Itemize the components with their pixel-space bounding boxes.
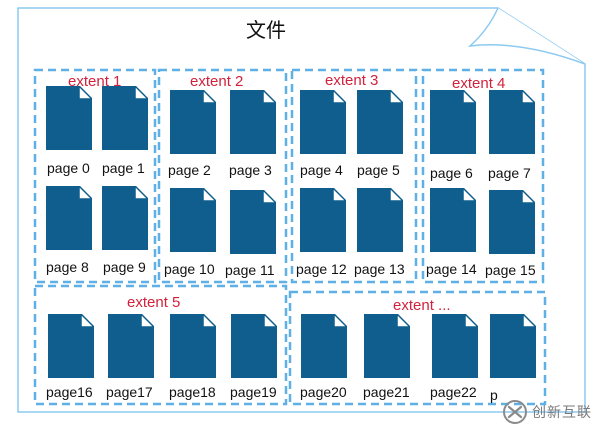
- page-label: page 6: [430, 165, 473, 181]
- page-icon: [170, 188, 216, 252]
- extent-label-2: extent 2: [190, 73, 244, 90]
- page-label: page16: [46, 384, 93, 400]
- page-icon: [231, 314, 277, 378]
- page-label: page 15: [485, 262, 536, 278]
- page-icon: [300, 188, 346, 252]
- page-icon: [102, 186, 148, 250]
- extent-label-1: extent 1: [68, 73, 122, 90]
- page-icon: [48, 314, 94, 378]
- page-label: page 7: [488, 165, 531, 181]
- page-icon: [364, 314, 410, 378]
- page-icon: [108, 314, 154, 378]
- page-icon: [230, 90, 276, 154]
- page-label: page 13: [354, 261, 405, 277]
- page-icon: [432, 314, 478, 378]
- file-title: 文件: [246, 18, 286, 42]
- page-label: page 5: [357, 162, 400, 178]
- extent-label-3: extent 3: [325, 72, 379, 89]
- page-icon: [430, 188, 476, 252]
- page-label: page 11: [225, 262, 275, 278]
- page-label: page22: [430, 384, 477, 400]
- page-label: page 3: [229, 162, 272, 178]
- page-icon: [46, 86, 92, 150]
- page-label: page17: [106, 384, 153, 400]
- page-label: page 14: [426, 261, 477, 277]
- page-icon: [490, 314, 536, 378]
- page-icon: [300, 90, 346, 154]
- extent-box-5: [33, 284, 288, 406]
- page-label: page19: [230, 384, 277, 400]
- page-label: page21: [363, 384, 410, 400]
- file-outline: [17, 7, 586, 413]
- page-label: page18: [169, 384, 216, 400]
- page-icon: [430, 90, 476, 154]
- page-label: page 9: [103, 259, 146, 275]
- page-icon: [357, 188, 403, 252]
- page-icon: [489, 90, 535, 154]
- page-label: page 12: [296, 261, 347, 277]
- extent-box-3: [290, 68, 418, 284]
- extent-box-1: [33, 68, 157, 284]
- page-icon: [357, 90, 403, 154]
- page-label: page 2: [168, 162, 211, 178]
- watermark: 创新互联: [502, 396, 598, 428]
- page-icon: [102, 86, 148, 150]
- page-icon: [46, 186, 92, 250]
- page-icon: [170, 90, 216, 154]
- extent-box-4: [421, 68, 545, 284]
- page-label: page 10: [164, 261, 215, 277]
- page-icon: [230, 190, 276, 254]
- extent-box-6: [288, 290, 547, 406]
- page-label: page 0: [47, 160, 90, 176]
- page-label: page 4: [300, 162, 343, 178]
- extent-label-4: extent 4: [452, 75, 506, 92]
- file-dog-ear: [467, 7, 586, 65]
- watermark-logo-icon: [503, 400, 527, 424]
- extent-box-2: [157, 68, 288, 284]
- page-icon: [489, 190, 535, 254]
- page-icon: [301, 314, 347, 378]
- watermark-text: 创新互联: [532, 405, 592, 421]
- extent-label-5: extent 5: [127, 294, 181, 311]
- extent-label-6: extent ...: [393, 297, 451, 314]
- page-label: page 8: [46, 259, 89, 275]
- page-label: p: [490, 387, 498, 403]
- page-icon: [170, 314, 216, 378]
- page-label: page20: [300, 384, 347, 400]
- page-label: page 1: [102, 160, 145, 176]
